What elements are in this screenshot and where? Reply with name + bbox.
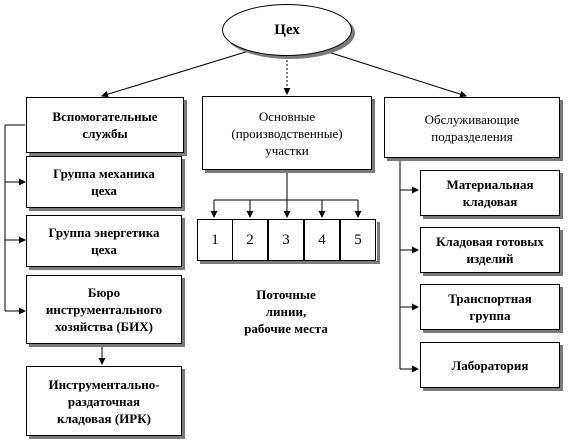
energetic-group-box: Группа энергетика цеха <box>26 215 182 267</box>
section-label-2: 2 <box>246 231 254 248</box>
section-cell-5: 5 <box>340 219 376 261</box>
finished-goods-store-label: Кладовая готовых изделий <box>436 234 544 266</box>
service-units-label: Обслуживающие подразделения <box>424 111 520 144</box>
section-cell-4: 4 <box>304 219 340 261</box>
transport-group-box: Транспортная группа <box>420 284 560 330</box>
main-sections-label: Основные (производственные) участки <box>231 108 343 158</box>
auxiliary-services-box: Вспомогательные службы <box>26 97 184 153</box>
mechanic-group-label: Группа механика цеха <box>53 166 155 198</box>
laboratory-label: Лаборатория <box>451 357 529 373</box>
section-label-3: 3 <box>282 231 290 248</box>
section-label-5: 5 <box>354 231 362 248</box>
service-units-box: Обслуживающие подразделения <box>384 97 560 158</box>
material-store-label: Материальная кладовая <box>446 177 534 209</box>
energetic-group-label: Группа энергетика цеха <box>48 225 160 257</box>
irk-box: Инструментально- раздаточная кладовая (И… <box>26 366 182 436</box>
section-label-4: 4 <box>318 231 326 248</box>
finished-goods-store-box: Кладовая готовых изделий <box>420 227 560 273</box>
sections-caption: Поточные линии, рабочие места <box>244 287 328 336</box>
root-label: Цех <box>274 21 300 38</box>
laboratory-box: Лаборатория <box>420 342 560 388</box>
bih-label: Бюро инструментального хозяйства (БИХ) <box>45 285 163 334</box>
material-store-box: Материальная кладовая <box>420 170 560 216</box>
arrow-to-service <box>321 49 467 98</box>
section-cell-1: 1 <box>197 219 233 261</box>
section-cell-3: 3 <box>268 219 304 261</box>
arrow-to-auxiliary <box>101 49 253 98</box>
transport-group-label: Транспортная группа <box>448 291 532 323</box>
bih-box: Бюро инструментального хозяйства (БИХ) <box>26 275 182 344</box>
auxiliary-services-label: Вспомогательные службы <box>52 109 158 141</box>
section-label-1: 1 <box>211 231 219 248</box>
root-node: Цех <box>222 4 352 56</box>
mechanic-group-box: Группа механика цеха <box>26 156 182 208</box>
section-cell-2: 2 <box>232 219 268 261</box>
main-sections-box: Основные (производственные) участки <box>202 96 372 170</box>
irk-label: Инструментально- раздаточная кладовая (И… <box>48 376 160 426</box>
